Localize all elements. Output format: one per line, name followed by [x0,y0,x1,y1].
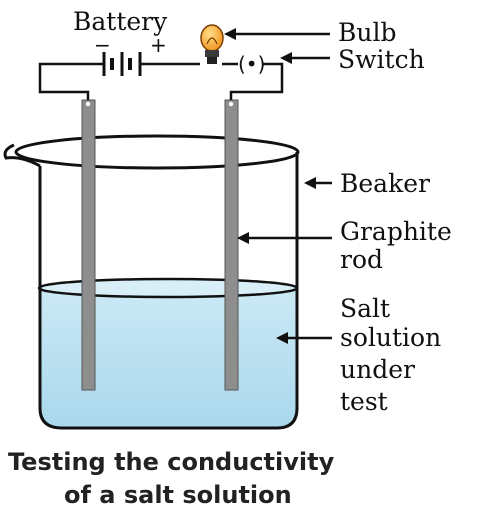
caption-line2: of a salt solution [64,481,292,509]
solution-label-line1: Salt [340,294,390,323]
battery-label: Battery [73,7,168,36]
beaker [38,152,299,430]
rod-terminal-right [228,101,234,107]
salt-solution [40,288,297,428]
solution-label-line3: under [340,355,415,384]
rod-terminal-left [85,101,91,107]
solution-label-line4: test [340,387,388,416]
bulb-icon [200,24,224,64]
solution-label-line2: solution [340,323,441,352]
pointer-arrows [224,28,332,344]
beaker-rim [14,134,300,170]
battery-plus-sign: + [150,33,167,57]
caption-line1: Testing the conductivity [8,448,335,476]
switch-label: Switch [338,45,425,74]
graphite-label-line1: Graphite [340,217,452,246]
graphite-rod-right [224,99,239,391]
beaker-label: Beaker [340,169,430,198]
switch-icon: (•) [238,52,265,76]
beaker-spout [3,143,41,168]
battery-symbol [100,52,142,76]
bulb-label: Bulb [338,18,396,47]
graphite-label-line2: rod [340,245,383,274]
circuit-wire [38,62,284,100]
graphite-rod-left [81,99,96,391]
battery-minus-sign: − [94,33,111,57]
solution-surface [37,277,299,299]
